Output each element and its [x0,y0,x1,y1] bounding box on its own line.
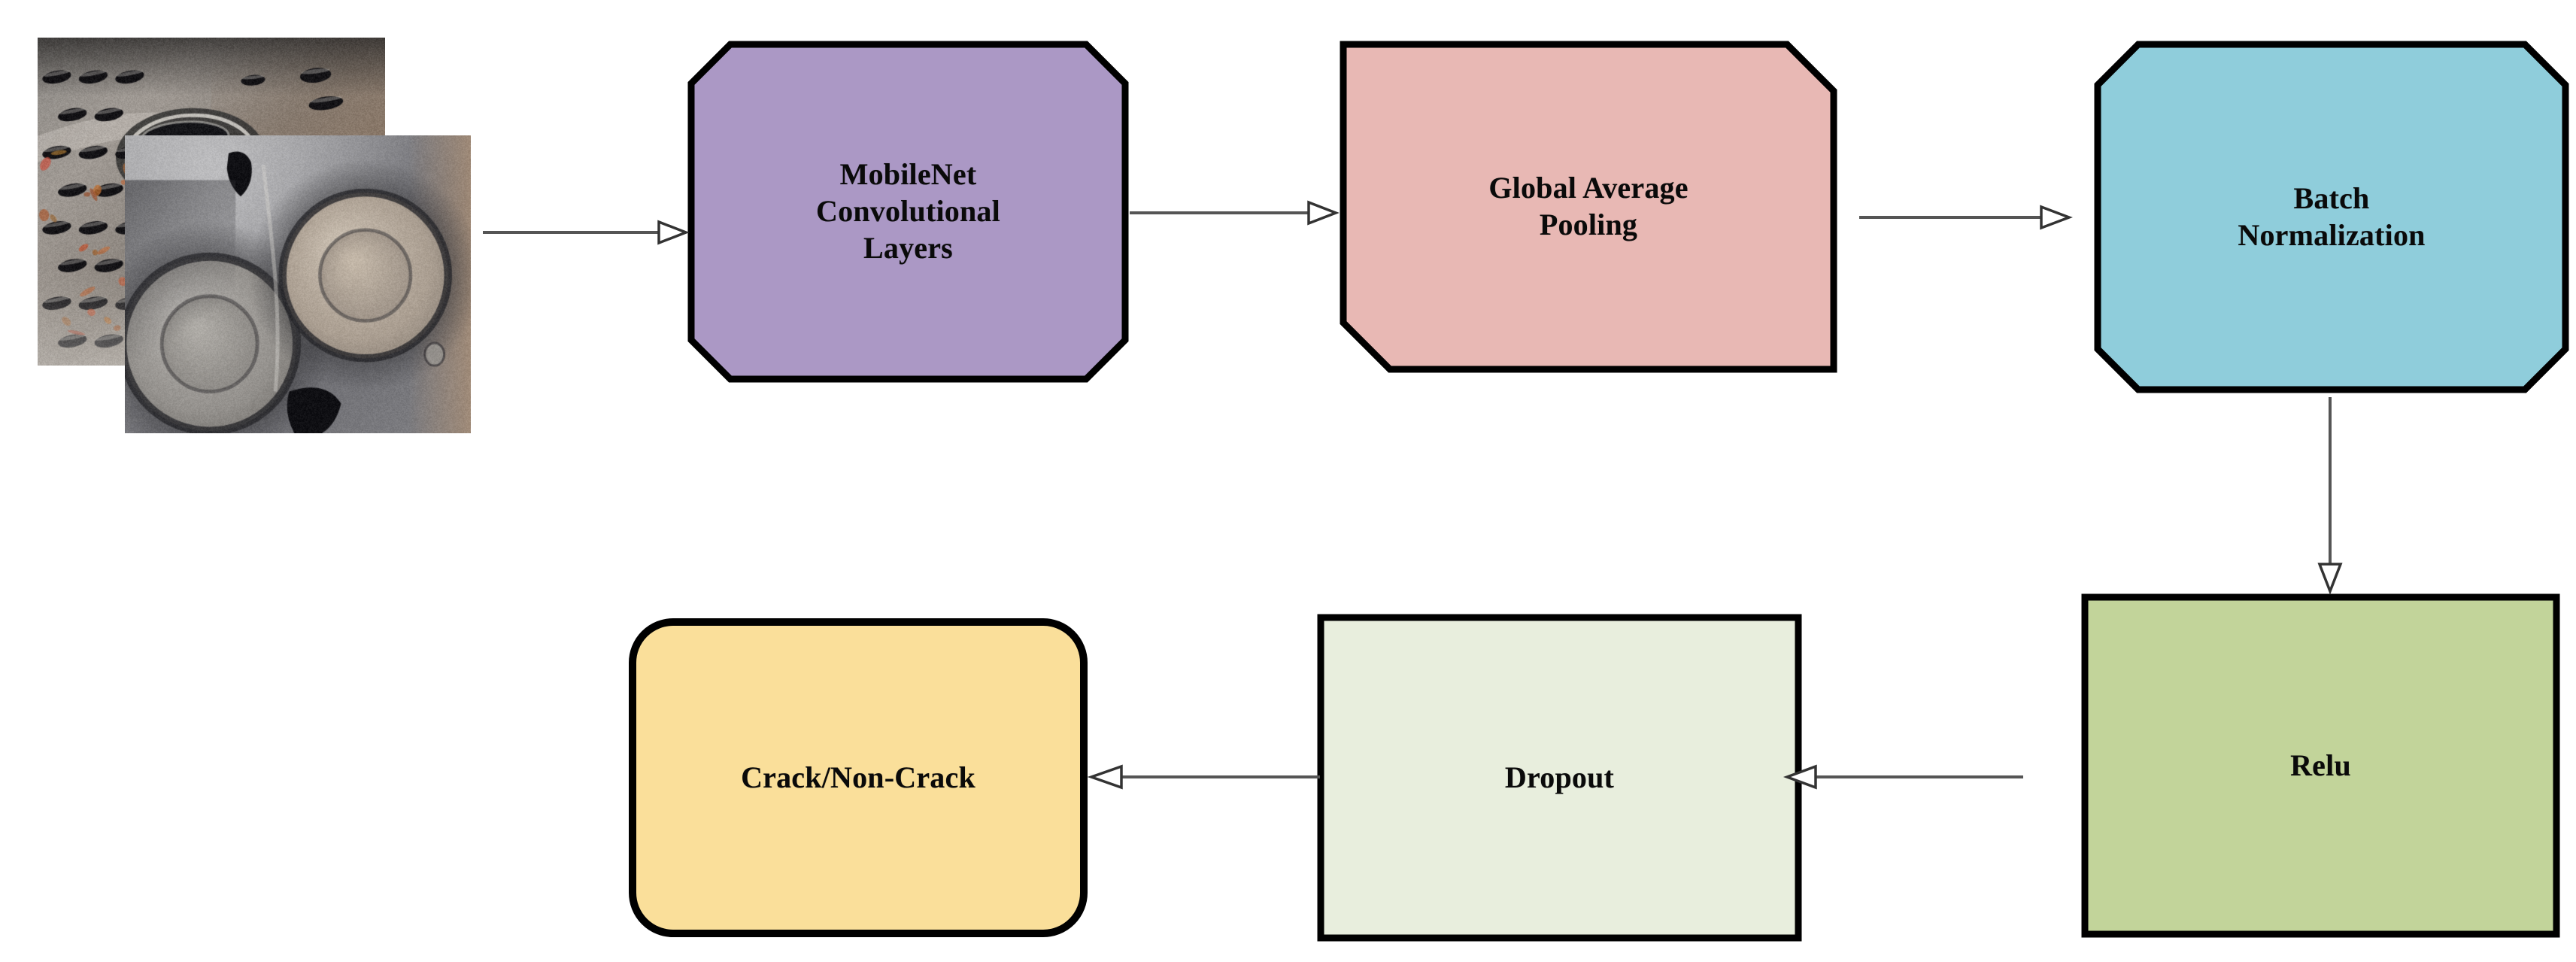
node-dropout[interactable]: Dropout [1317,614,1802,942]
relu-rect-shape [2081,593,2560,938]
edge-mobilenet-to-gap [1130,200,1340,226]
node-relu[interactable]: Relu [2081,593,2560,938]
crack-non-crack-rounded-rect-shape [629,618,1088,937]
edge-relu-to-dropout [1783,764,2023,790]
node-mobilenet[interactable]: MobileNet Convolutional Layers [687,41,1129,383]
dropout-rect-shape [1317,614,1802,942]
node-batch-normalization[interactable]: Batch Normalization [2094,41,2569,393]
edge-input-to-mobilenet [483,220,690,245]
node-dropout-label: Dropout [1504,760,1615,794]
node-relu-label: Relu [2290,748,2351,782]
engine-cylinder-head-photo-front [125,135,471,433]
edge-batchnorm-to-relu [2317,397,2343,595]
node-global-average-pooling-label: Global Average Pooling [1488,171,1689,241]
node-global-average-pooling[interactable]: Global Average Pooling [1340,41,1837,373]
edge-dropout-to-crack [1087,764,1320,790]
node-crack-non-crack[interactable]: Crack/Non-Crack [629,618,1088,937]
global-average-pooling-shape [1340,41,1837,373]
node-batch-normalization-label: Batch Normalization [2238,181,2426,252]
node-crack-non-crack-label: Crack/Non-Crack [741,760,975,794]
mobilenet-octagon-shape [687,41,1129,383]
batch-normalization-octagon-shape [2094,41,2569,393]
node-mobilenet-label: MobileNet Convolutional Layers [816,157,1000,265]
edge-gap-to-batchnorm [1859,205,2073,230]
